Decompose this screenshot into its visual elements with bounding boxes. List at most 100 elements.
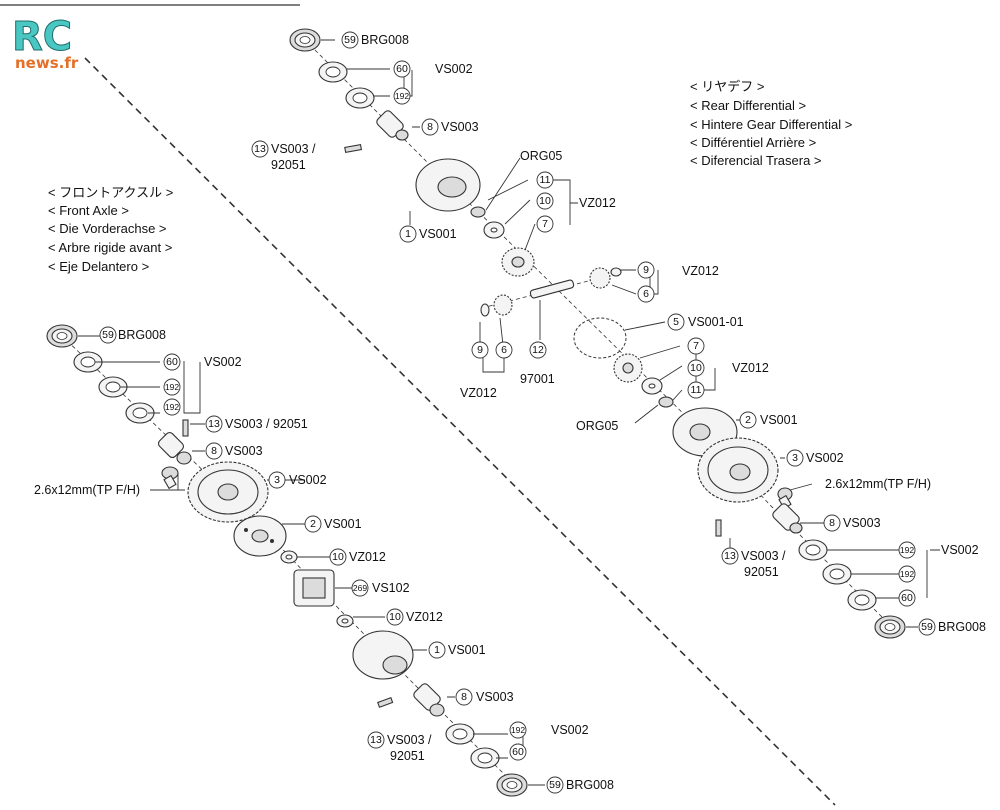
rear-diff-case bbox=[415, 158, 481, 212]
rear-label-vs003-pin-1: VS003 / bbox=[271, 142, 316, 156]
rear-num-59b: 59 bbox=[921, 621, 933, 633]
front-num-60a: 60 bbox=[166, 356, 178, 368]
rear-heading-jp: < リヤデフ > bbox=[690, 79, 764, 94]
front-num-59a: 59 bbox=[102, 329, 114, 341]
rear-callout-12: 12 bbox=[529, 341, 547, 359]
logo-sub: news.fr bbox=[15, 54, 79, 72]
rear-heading-en: < Rear Differential > bbox=[690, 98, 806, 113]
rear-cross-shaft bbox=[529, 279, 575, 299]
rear-callout-1: 1 bbox=[399, 225, 417, 243]
front-callout-192b: 192 bbox=[163, 398, 181, 416]
rear-label-vs003-cup-b: VS003 bbox=[843, 516, 881, 530]
front-callout-59a: 59 bbox=[99, 326, 117, 344]
rear-bevel-gear-bottom bbox=[613, 353, 643, 383]
rcnews-logo: RC news.fr bbox=[12, 14, 79, 73]
front-num-59b: 59 bbox=[549, 779, 561, 791]
rear-callout-6a: 6 bbox=[637, 285, 655, 303]
front-heading-en: < Front Axle > bbox=[48, 203, 129, 218]
rear-num-10a: 10 bbox=[539, 195, 551, 207]
rear-callout-9b: 9 bbox=[471, 341, 489, 359]
front-cup-joint-top bbox=[157, 431, 192, 465]
front-heading-jp: < フロントアクスル > bbox=[48, 185, 173, 200]
front-num-10b: 10 bbox=[389, 611, 401, 623]
rear-num-6b: 6 bbox=[501, 344, 507, 356]
rear-cup-joint-top bbox=[376, 110, 409, 141]
rear-num-60a: 60 bbox=[396, 63, 408, 75]
rear-bearing-bottom bbox=[874, 615, 906, 639]
front-ring-gear bbox=[187, 461, 269, 523]
front-callout-2: 2 bbox=[304, 515, 322, 533]
rear-callout-3: 3 bbox=[786, 449, 804, 467]
front-cup-joint-bottom bbox=[413, 683, 445, 717]
rear-num-13a: 13 bbox=[254, 143, 266, 155]
front-leaders bbox=[78, 335, 545, 786]
front-heading-es: < Eje Delantero > bbox=[48, 259, 149, 274]
front-callout-8b: 8 bbox=[455, 688, 473, 706]
rear-assembly-axis bbox=[304, 39, 891, 626]
rear-num-8a: 8 bbox=[427, 121, 433, 133]
rear-label-vs003-pin-b-2: 92051 bbox=[744, 565, 779, 579]
front-label-brg-bottom: BRG008 bbox=[566, 778, 614, 792]
rear-num-192a: 192 bbox=[395, 91, 409, 101]
rear-label-vs001-cover: VS001 bbox=[760, 413, 798, 427]
rear-label-vz012-top: VZ012 bbox=[579, 196, 616, 210]
rear-callout-60b: 60 bbox=[898, 589, 916, 607]
front-callout-60a: 60 bbox=[163, 353, 181, 371]
front-bearing-bottom bbox=[496, 773, 528, 797]
rear-label-vs003-pin-b-1: VS003 / bbox=[741, 549, 786, 563]
front-diff-case bbox=[352, 630, 414, 680]
front-label-vs003-pin-b-1: VS003 / bbox=[387, 733, 432, 747]
rear-callout-60a: 60 bbox=[393, 60, 411, 78]
rear-label-screw: 2.6x12mm(TP F/H) bbox=[825, 477, 931, 491]
rear-num-192c: 192 bbox=[900, 569, 914, 579]
front-num-192a: 192 bbox=[165, 382, 179, 392]
rear-label-vs003-cup: VS003 bbox=[441, 120, 479, 134]
rear-callout-7b: 7 bbox=[687, 337, 705, 355]
front-washer-60b bbox=[470, 747, 500, 769]
rear-label-vz012-left: VZ012 bbox=[460, 386, 497, 400]
front-num-8a: 8 bbox=[211, 445, 217, 457]
front-label-vs102: VS102 bbox=[372, 581, 410, 595]
rear-callout-192c: 192 bbox=[898, 565, 916, 583]
rear-callout-192a: 192 bbox=[393, 87, 411, 105]
front-washer-10b bbox=[336, 614, 354, 628]
front-num-13b: 13 bbox=[370, 734, 382, 746]
front-label-vz012-b: VZ012 bbox=[406, 610, 443, 624]
front-callout-192c: 192 bbox=[509, 721, 527, 739]
rear-num-12: 12 bbox=[532, 344, 544, 356]
rear-callout-11b: 11 bbox=[687, 381, 705, 399]
section-divider bbox=[84, 57, 836, 806]
rear-callout-6b: 6 bbox=[495, 341, 513, 359]
front-label-vs002-top: VS002 bbox=[204, 355, 242, 369]
rear-label-vs003-pin-2: 92051 bbox=[271, 158, 306, 172]
rear-callout-10b: 10 bbox=[687, 359, 705, 377]
rear-num-1: 1 bbox=[405, 228, 411, 240]
front-label-vs001-cover: VS001 bbox=[324, 517, 362, 531]
rear-washer-10a bbox=[483, 221, 505, 239]
rear-washer-60b bbox=[847, 589, 877, 611]
rear-num-9b: 9 bbox=[477, 344, 483, 356]
rear-callout-11a: 11 bbox=[536, 171, 554, 189]
rear-callout-59a: 59 bbox=[341, 31, 359, 49]
rear-washer-9b bbox=[480, 303, 490, 317]
logo-main: RC bbox=[12, 14, 72, 60]
rear-diff-section: < リヤデフ > < Rear Differential > < Hintere… bbox=[251, 28, 986, 639]
rear-washer-60 bbox=[318, 61, 348, 83]
rear-num-7b: 7 bbox=[693, 340, 699, 352]
front-num-10a: 10 bbox=[332, 551, 344, 563]
front-label-vs003-cup-b: VS003 bbox=[476, 690, 514, 704]
rear-callout-8b: 8 bbox=[823, 514, 841, 532]
front-num-8b: 8 bbox=[461, 691, 467, 703]
rear-callout-192b: 192 bbox=[898, 541, 916, 559]
rear-num-59a: 59 bbox=[344, 34, 356, 46]
rear-pinion-left bbox=[493, 294, 513, 316]
rear-callout-5: 5 bbox=[667, 313, 685, 331]
rear-label-vs001-case: VS001 bbox=[419, 227, 457, 241]
rear-callout-10a: 10 bbox=[536, 192, 554, 210]
rear-num-60b: 60 bbox=[901, 592, 913, 604]
front-washer-10a bbox=[280, 550, 298, 564]
front-label-brg-top: BRG008 bbox=[118, 328, 166, 342]
front-num-1: 1 bbox=[434, 644, 440, 656]
front-spool bbox=[293, 569, 335, 607]
front-diff-cover bbox=[233, 515, 287, 557]
